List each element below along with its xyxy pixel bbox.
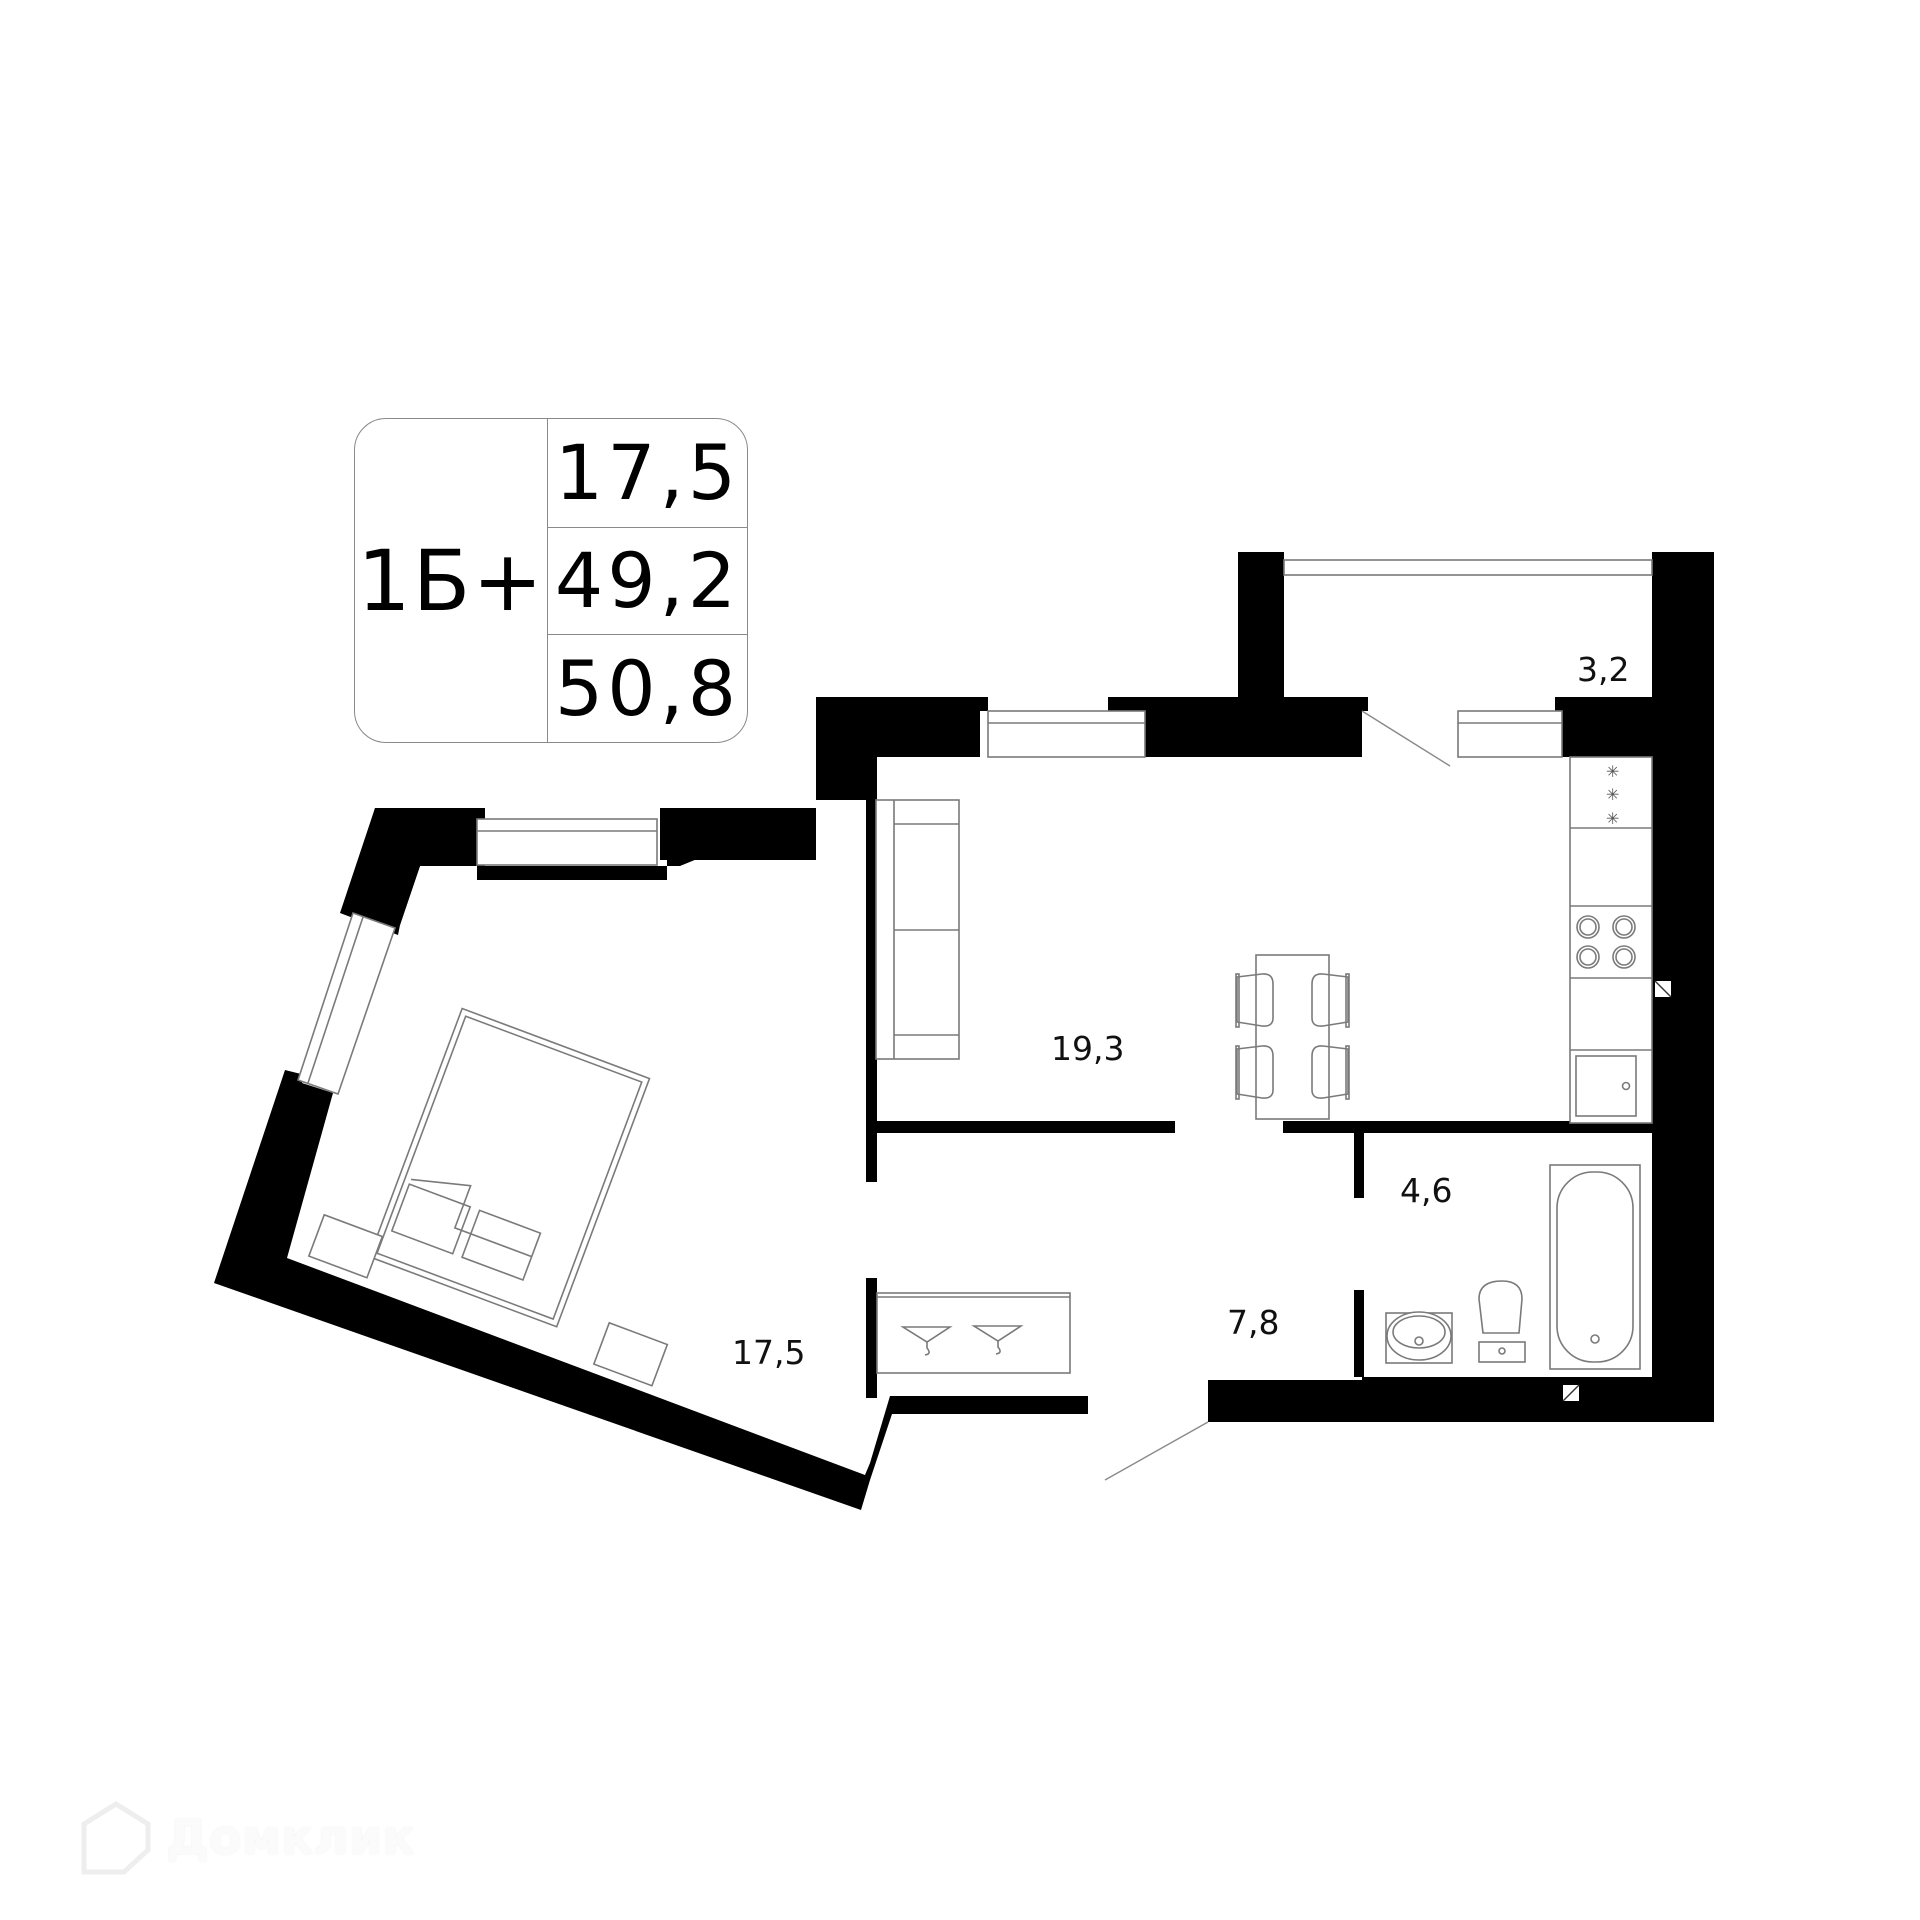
hanger-icon — [900, 1325, 1024, 1356]
chairs — [1235, 973, 1350, 1100]
apartment-info-box: 1Б+ 17,5 49,2 50,8 — [354, 418, 748, 743]
svg-text:✳: ✳ — [1606, 762, 1619, 781]
room-area-hallway: 7,8 — [1227, 1303, 1279, 1342]
bathtub — [1549, 1164, 1641, 1370]
total-area-value: 49,2 — [548, 526, 747, 635]
toilet — [1478, 1280, 1526, 1363]
wardrobe — [876, 1292, 1071, 1374]
sink-cabinet — [1575, 1055, 1637, 1117]
room-area-bathroom: 4,6 — [1400, 1171, 1452, 1210]
nightstand — [592, 1321, 669, 1387]
apartment-type: 1Б+ — [357, 531, 545, 630]
svg-text:✳: ✳ — [1606, 785, 1619, 804]
cooktop — [1576, 915, 1636, 969]
star-icon: ✳ ✳ ✳ — [1606, 762, 1619, 828]
bed — [368, 1007, 651, 1328]
balcony-door-swing — [1361, 710, 1451, 767]
living-area-value: 17,5 — [554, 428, 741, 518]
svg-text:✳: ✳ — [1606, 809, 1619, 828]
watermark-text: Домклик — [166, 1810, 415, 1866]
square-diagonal-icon — [1654, 980, 1672, 998]
windows — [296, 559, 1653, 1096]
nightstand — [307, 1213, 384, 1279]
room-area-balcony: 3,2 — [1577, 650, 1629, 689]
square-diagonal-icon — [1562, 1384, 1580, 1402]
room-area-living-kitchen: 19,3 — [1051, 1029, 1124, 1068]
walls — [214, 552, 1714, 1510]
entrance-door-swing — [1104, 1421, 1209, 1481]
house-logo-icon — [81, 1801, 151, 1875]
kitchen-counter: ✳ ✳ ✳ — [1569, 756, 1653, 1124]
dining-table — [1235, 954, 1350, 1120]
room-area-bedroom: 17,5 — [732, 1333, 805, 1372]
washbasin — [1385, 1311, 1453, 1364]
total-area-with-balcony-value: 50,8 — [548, 634, 747, 742]
watermark: Домклик — [80, 1800, 415, 1876]
area-summary: 17,5 49,2 50,8 — [547, 419, 747, 742]
sofa — [875, 799, 960, 1060]
